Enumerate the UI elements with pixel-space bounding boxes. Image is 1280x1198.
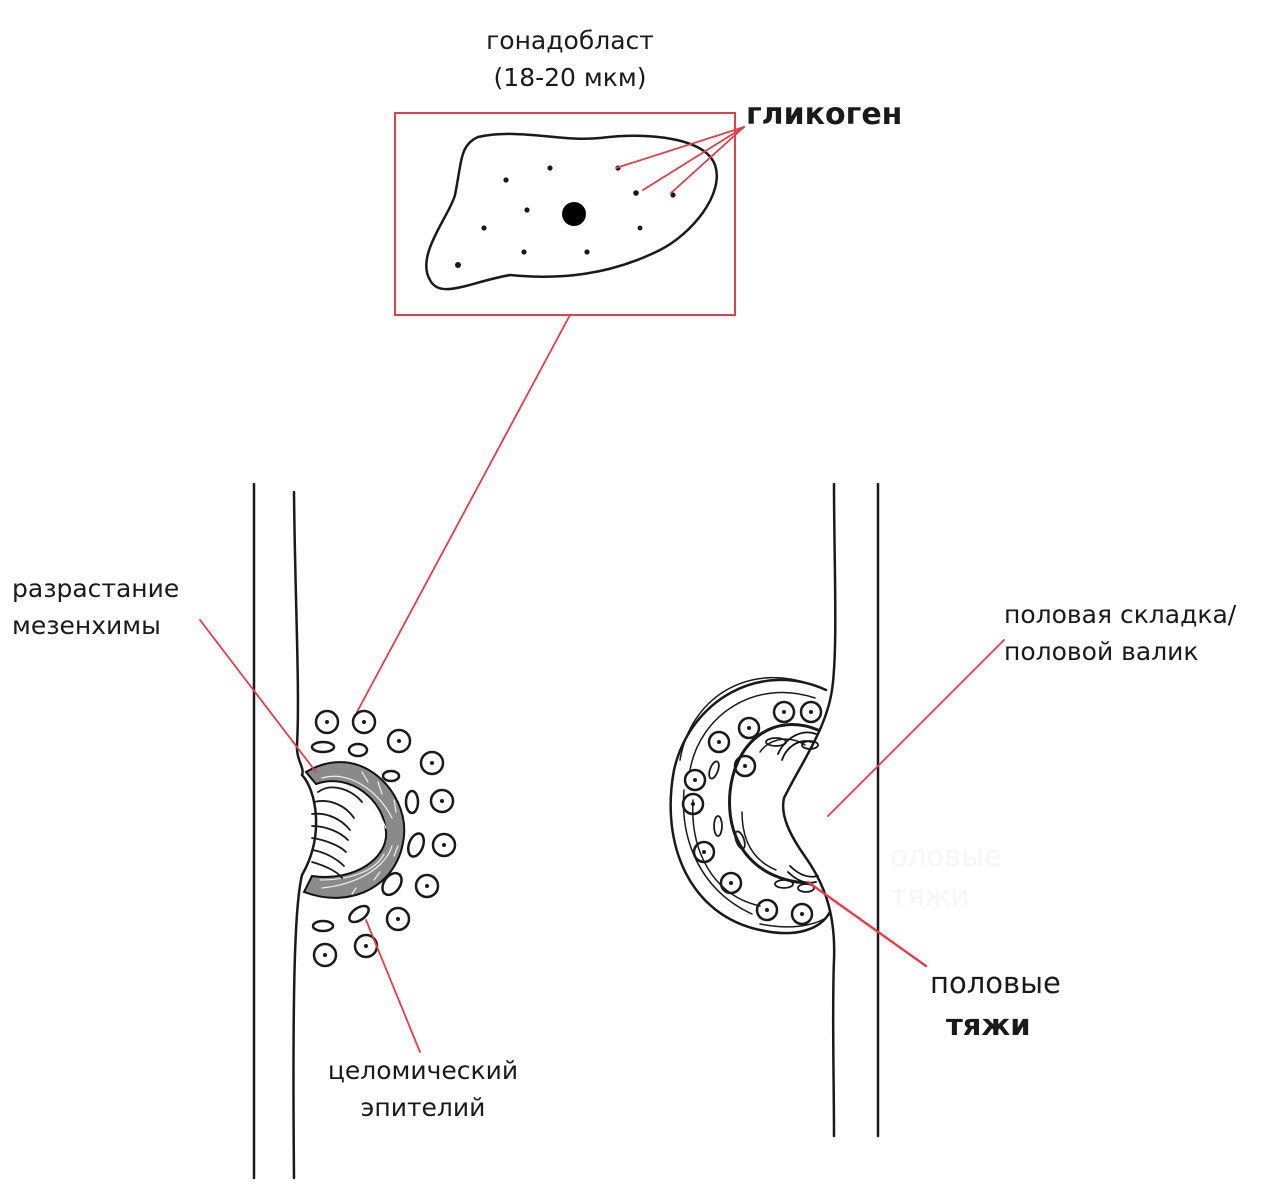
- gonadoblast-label-line-2: (18-20 мкм): [493, 63, 647, 92]
- gonadoblast-nucleus: [562, 202, 586, 226]
- right-coelomic-wall-line: [781, 482, 837, 1138]
- mesenchyme-label-line-1: разрастание: [12, 574, 180, 603]
- glycogen-pointer-lines: [615, 126, 745, 194]
- genital-fold-label-line-1: половая складка/: [1004, 600, 1237, 629]
- genital-fold-label-line-2: половой валик: [1004, 637, 1199, 666]
- sex-cords-label: половые тяжи: [930, 962, 1061, 1046]
- genital-fold-outer-edge: [669, 678, 832, 935]
- coelomic-epithelium-label-line-1: целомический: [327, 1056, 519, 1085]
- mesenchyme-pointer-line: [199, 619, 317, 773]
- mesenchyme-label-line-2: мезенхимы: [12, 611, 161, 640]
- mesenchyme-crescent: [302, 761, 406, 899]
- gonadoblast-label: гонадобласт (18-20 мкм): [480, 22, 660, 96]
- coelomic-epithelium-folds: [311, 786, 363, 879]
- left-ridge-cell-nuclei: [323, 720, 446, 957]
- left-coelomic-wall-line: [292, 490, 318, 1180]
- epithelium-pointer-line: [365, 919, 421, 1053]
- coelomic-epithelium-label-line-2: эпителий: [360, 1093, 486, 1122]
- gonadoblast-highlight-box: [394, 112, 736, 316]
- mesenchyme-label: разрастание мезенхимы: [12, 570, 179, 644]
- gonadoblast-connector-line: [356, 314, 571, 713]
- right-fold-cells: [681, 700, 823, 926]
- sex-cords-faint-label-line-1: оловые: [890, 839, 1002, 873]
- glycogen-label: гликоген: [746, 97, 903, 132]
- right-fold-cell-nuclei: [691, 710, 813, 916]
- sex-cords-pointer-line: [806, 880, 928, 968]
- genital-fold-pointer-line: [827, 639, 1005, 817]
- sex-cords-faint-label: оловые тяжи: [890, 836, 1002, 916]
- genital-fold-inner-edge: [728, 723, 820, 885]
- left-ridge-cells: [312, 709, 457, 968]
- coelomic-epithelium-label: целомический эпителий: [316, 1052, 530, 1126]
- left-ridge-ovoid-cells: [310, 740, 426, 933]
- sex-cords-label-line-2: тяжи: [946, 1008, 1031, 1042]
- gonadoblast-label-line-1: гонадобласт: [486, 26, 654, 55]
- sex-cords-dark-crescent: [777, 731, 819, 884]
- sex-cords-faint-label-line-2: тяжи: [890, 879, 970, 913]
- sex-cords-label-line-1: половые: [930, 966, 1061, 1000]
- gonadoblast-cell-outline: [425, 132, 718, 291]
- genital-fold-label: половая складка/ половой валик: [1004, 596, 1236, 670]
- glycogen-granules: [455, 165, 676, 268]
- mesenchyme-hatching: [317, 771, 399, 895]
